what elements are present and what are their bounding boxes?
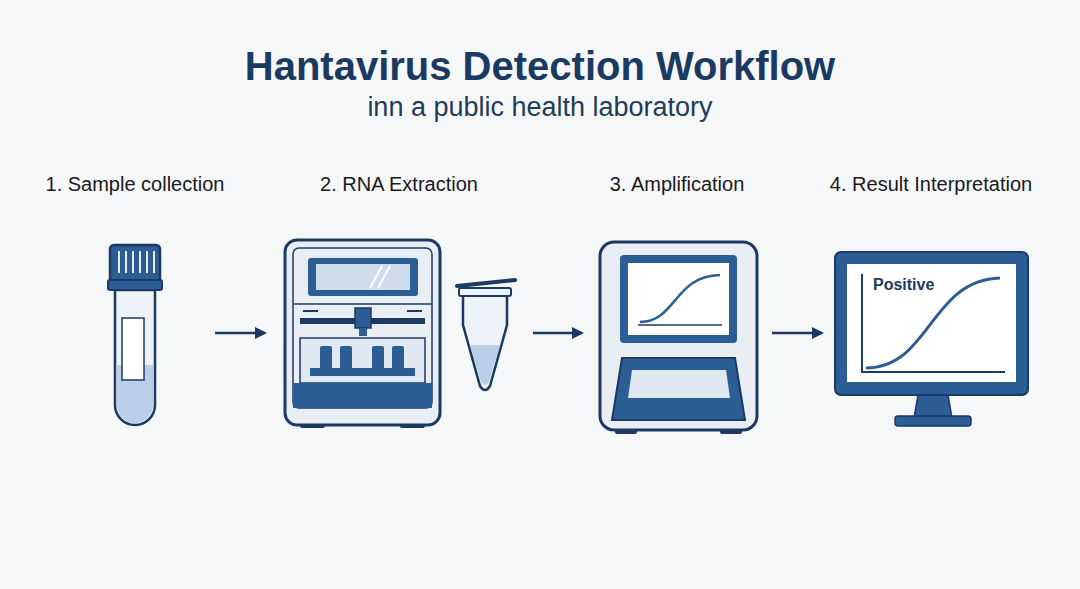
tube-liquid: [470, 345, 500, 385]
step-heading: 1. Sample collection: [46, 172, 225, 196]
cap-ridge: [118, 251, 120, 273]
cap-ridge: [153, 251, 155, 273]
step-box: 1. Sample collection: [55, 232, 215, 434]
monitor-screen: [847, 264, 1016, 382]
amplification-curve: [640, 275, 720, 322]
step-heading: 3. Amplification: [610, 172, 745, 196]
cap-ridges: [119, 251, 154, 273]
indicator-dash: [407, 310, 422, 312]
tube-lid: [457, 280, 515, 286]
chart-axes: [862, 274, 1005, 372]
flow-arrow: [215, 332, 265, 335]
pcr-axis: [638, 324, 722, 326]
step-box: 4. Result InterpretationPositive: [822, 232, 1040, 434]
glass-glint: [378, 266, 390, 288]
cap-ridge: [146, 251, 148, 273]
machine-frame: [293, 248, 432, 408]
cap-ridge: [139, 251, 141, 273]
display-glass: [316, 264, 410, 290]
flow-arrow: [772, 332, 822, 335]
step-heading: 4. Result Interpretation: [830, 172, 1032, 196]
machine-display: [308, 258, 418, 296]
indicator-dash: [303, 310, 318, 312]
extraction-machine: [285, 240, 440, 428]
pipette-head: [355, 308, 371, 328]
cap-rim: [108, 280, 162, 290]
monitor-base: [895, 416, 971, 426]
machine-body: [600, 242, 757, 430]
flow-arrow: [533, 332, 582, 335]
machine-base: [293, 383, 432, 408]
monitor-stand: [914, 395, 952, 418]
pcr-screen: [628, 263, 729, 335]
tube-rim: [459, 288, 511, 296]
step-box: 2. RNA Extraction: [265, 232, 533, 434]
cap-ridge: [132, 251, 134, 273]
pcr-screen-frame: [620, 255, 737, 343]
machine-band: [293, 303, 432, 305]
tube-body: [463, 292, 507, 390]
pcr-machine: [600, 242, 757, 434]
sample-tube: [108, 245, 162, 425]
cap-ridge: [125, 251, 127, 273]
step-box: 3. Amplification: [582, 232, 772, 434]
diagram-title: Hantavirus Detection Workflow: [0, 42, 1080, 90]
result-monitor: [835, 252, 1028, 426]
sample-chamber: [300, 338, 425, 383]
eluate-tube: [457, 280, 515, 390]
step-heading: 2. RNA Extraction: [320, 172, 478, 196]
tube-rack: [310, 368, 415, 376]
monitor-bezel: [835, 252, 1028, 395]
panel-display: [628, 370, 730, 398]
pipette-tip: [359, 328, 367, 336]
machine-body: [285, 240, 440, 425]
subtitle: inn a public health laboratory: [0, 90, 1080, 124]
control-panel: [612, 358, 745, 420]
tube-body: [115, 290, 155, 425]
result-text: Positive: [873, 276, 934, 294]
tube-label: [122, 318, 144, 380]
